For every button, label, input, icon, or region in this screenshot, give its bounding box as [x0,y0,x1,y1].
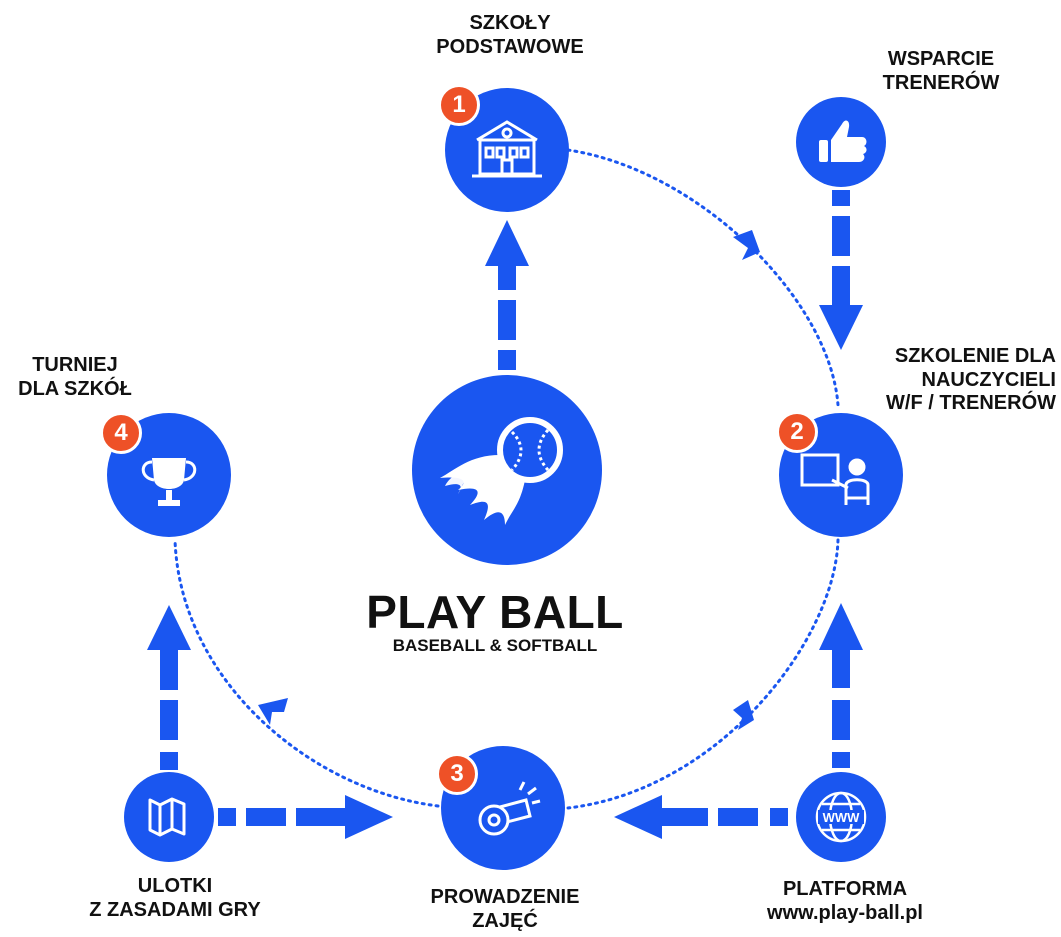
label-szkoly: SZKOŁY PODSTAWOWE [410,12,610,59]
center-play-ball-node [412,375,602,565]
label-wsparcie: WSPARCIE TRENERÓW [846,48,1036,95]
teacher-board-icon [800,453,870,505]
cycle-chevrons [258,230,760,730]
badge-4: 4 [100,412,142,454]
label-prowadzenie-line-2: ZAJĘĆ [472,909,538,932]
node-wsparcie [796,97,886,187]
chevron-arc-3 [258,698,288,725]
chevron-arc-1 [733,230,760,260]
label-prowadzenie: PROWADZENIE ZAJĘĆ [400,886,610,933]
badge-2: 2 [776,411,818,453]
label-szkolenie-line-2: NAUCZYCIELI [921,368,1056,391]
label-ulotki: ULOTKI Z ZASADAMI GRY [75,875,275,922]
node-ulotki [124,772,214,862]
label-wsparcie-line-1: WSPARCIE [887,48,995,70]
badge-1: 1 [438,84,480,126]
label-turniej: TURNIEJ DLA SZKÓŁ [0,354,150,401]
arrow-platforma-to-prowadzenie [614,795,788,839]
thumbs-up-icon [819,120,867,162]
globe-www-text: WWW [823,810,861,825]
arc-1-to-2 [566,148,840,407]
label-szkolenie: SZKOLENIE DLA NAUCZYCIELI W/F / TRENERÓW [838,345,1056,416]
label-platforma: PLATFORMA www.play-ball.pl [735,878,955,925]
arrow-center-to-school [485,220,529,370]
arrow-ulotki-to-prowadzenie [218,795,393,839]
school-building-icon [472,120,542,178]
trophy-icon [141,458,197,506]
chevron-arc-2 [733,700,754,730]
cycle-arcs [173,148,840,810]
arrow-wsparcie-to-szkolenie [819,190,863,350]
connector-arrows [147,190,863,839]
label-platforma-line-2: www.play-ball.pl [767,901,923,924]
label-turniej-line-2: DLA SZKÓŁ [18,377,132,400]
label-szkoly-line-2: PODSTAWOWE [436,35,584,58]
node-platforma: WWW [796,772,886,862]
label-szkolenie-line-1: SZKOLENIE DLA [894,345,1056,367]
label-ulotki-line-2: Z ZASADAMI GRY [89,898,261,921]
label-platforma-line-1: PLATFORMA [782,878,908,900]
badge-3: 3 [436,753,478,795]
label-szkoly-line-1: SZKOŁY [469,12,551,34]
arrow-ulotki-to-turniej [147,605,191,770]
label-ulotki-line-1: ULOTKI [137,875,213,897]
center-subtitle: BASEBALL & SOFTBALL [392,636,598,655]
node-szkoly [445,88,569,212]
globe-www-icon [815,791,867,843]
whistle-icon [478,781,541,836]
center-title: PLAY BALL [366,586,624,638]
label-turniej-line-1: TURNIEJ [32,354,118,376]
baseball-fireball-icon [440,417,563,525]
label-szkolenie-line-3: W/F / TRENERÓW [886,392,1056,415]
map-leaflet-icon [148,797,186,837]
label-wsparcie-line-2: TRENERÓW [882,71,1000,94]
arc-3-to-4 [173,538,440,808]
label-prowadzenie-line-1: PROWADZENIE [430,886,580,908]
arc-2-to-3 [566,538,840,810]
arrow-platforma-to-szkolenie [819,603,863,768]
